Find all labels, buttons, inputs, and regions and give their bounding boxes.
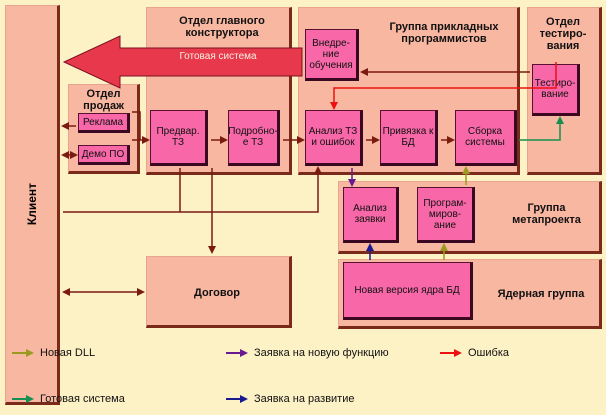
- arrow-icon: [12, 395, 34, 403]
- new-core-node: Новая версия ядра БД: [343, 262, 473, 320]
- programming-node: Програм-миров-ание: [417, 187, 475, 243]
- prelim-tz-node: Предвар. ТЗ: [150, 110, 208, 166]
- testing-dept-title: Отдел тестиро-вания: [539, 16, 587, 52]
- db-binding-node: Привязка к БД: [380, 110, 438, 166]
- detailed-tz-node: Подробно-е ТЗ: [228, 110, 280, 166]
- legend-label: Заявка на новую функцию: [254, 347, 389, 359]
- legend-item-new-function: Заявка на новую функцию: [226, 347, 389, 359]
- arrow-icon: [440, 349, 462, 357]
- arrow-icon: [12, 349, 34, 357]
- legend-item-new-dll: Новая DLL: [12, 347, 95, 359]
- legend-label: Готовая система: [40, 393, 125, 405]
- implementation-node: Внедре-ние обучения: [305, 29, 359, 81]
- legend-item-error: Ошибка: [440, 347, 509, 359]
- contract-block: Договор: [146, 256, 292, 328]
- advertising-node: Реклама: [78, 113, 130, 133]
- contract-title: Договор: [194, 287, 240, 299]
- arrow-icon: [226, 395, 248, 403]
- legend-label: Ошибка: [468, 347, 509, 359]
- legend-item-development-request: Заявка на развитие: [226, 393, 354, 405]
- ready-system-big-arrow: Готовая система: [62, 35, 303, 89]
- main-designer-title: Отдел главного конструктора: [179, 15, 265, 39]
- client-block: Клиент: [5, 5, 60, 405]
- legend-label: Заявка на развитие: [254, 393, 355, 405]
- request-analysis-node: Анализ заявки: [343, 187, 399, 243]
- sales-title: Отдел продаж: [83, 88, 124, 112]
- legend-label: Новая DLL: [40, 347, 96, 359]
- metaproject-title: Группа метапроекта: [512, 202, 581, 226]
- app-programmers-title: Группа прикладных программистов: [389, 21, 499, 45]
- analysis-tz-node: Анализ ТЗ и ошибок: [305, 110, 363, 166]
- arrow-icon: [226, 349, 248, 357]
- big-arrow-label: Готовая система: [179, 51, 257, 62]
- legend-item-ready-system: Готовая система: [12, 393, 125, 405]
- core-group-title: Ядерная группа: [497, 288, 585, 300]
- system-build-node: Сборка системы: [455, 110, 517, 166]
- demo-node: Демо ПО: [78, 145, 130, 165]
